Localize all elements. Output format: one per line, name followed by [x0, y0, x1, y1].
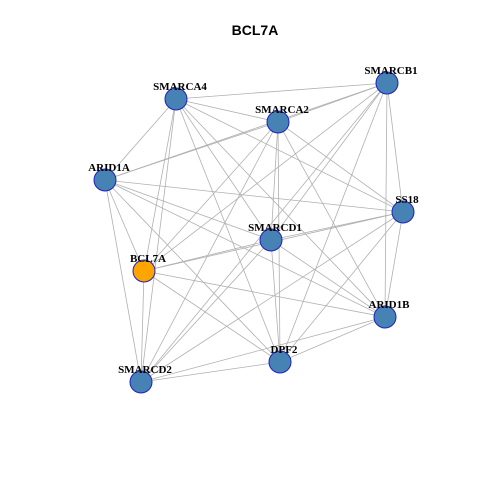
edge-dpf2-smarcd2 — [140, 361, 281, 383]
node-label-arid1a: ARID1A — [88, 162, 130, 174]
node-label-bcl7a: BCL7A — [130, 253, 166, 265]
edge-smarcd1-smarcd2 — [140, 239, 272, 383]
edge-smarcb1-bcl7a — [143, 82, 388, 272]
edge-arid1a-smarcd2 — [104, 179, 142, 383]
edge-arid1a-dpf2 — [104, 179, 281, 363]
node-smarcd1[interactable] — [259, 228, 283, 252]
node-label-smarcd2: SMARCD2 — [118, 364, 172, 376]
edge-smarca4-smarcd1 — [175, 98, 272, 241]
node-arid1b[interactable] — [373, 305, 397, 329]
edge-smarca4-smarcd2 — [140, 98, 177, 383]
node-label-smarca2: SMARCA2 — [255, 104, 309, 116]
node-ss18[interactable] — [391, 200, 415, 224]
edge-smarca2-bcl7a — [143, 121, 279, 272]
edge-smarca4-ss18 — [175, 98, 404, 213]
node-label-ss18: SS18 — [395, 194, 419, 206]
edge-smarcb1-smarcd1 — [270, 82, 388, 241]
edge-smarca4-smarcb1 — [175, 82, 388, 100]
edge-ss18-smarcd2 — [140, 211, 404, 383]
edge-arid1a-bcl7a — [104, 179, 145, 272]
edge-smarca2-arid1a — [104, 121, 279, 181]
edge-smarca4-smarca2 — [175, 98, 279, 123]
edge-smarca2-smarcd2 — [140, 121, 279, 383]
node-smarcd2[interactable] — [129, 370, 153, 394]
edge-smarca4-dpf2 — [175, 98, 281, 363]
edge-smarcb1-ss18 — [386, 82, 404, 213]
edge-smarcd1-arid1b — [270, 239, 386, 318]
edge-smarca4-arid1b — [175, 98, 386, 318]
edge-arid1b-dpf2 — [279, 316, 386, 363]
edge-smarcd1-bcl7a — [143, 239, 272, 272]
diagram-title: BCL7A — [232, 22, 279, 38]
edge-arid1a-arid1b — [104, 179, 386, 318]
node-label-smarcb1: SMARCB1 — [364, 65, 417, 77]
node-smarca2[interactable] — [266, 110, 290, 134]
node-label-dpf2: DPF2 — [271, 344, 298, 356]
node-smarcb1[interactable] — [375, 71, 399, 95]
edge-bcl7a-dpf2 — [143, 270, 281, 363]
edge-arid1a-smarcd1 — [104, 179, 272, 241]
edge-smarca2-arid1b — [277, 121, 386, 318]
edge-arid1b-smarcd2 — [140, 316, 386, 383]
node-label-smarca4: SMARCA4 — [153, 81, 207, 93]
edge-smarca4-bcl7a — [143, 98, 177, 272]
node-arid1a[interactable] — [93, 168, 117, 192]
node-label-arid1b: ARID1B — [369, 299, 411, 311]
edge-smarca2-smarcd1 — [270, 121, 279, 241]
edge-smarca4-arid1a — [104, 98, 177, 181]
node-layer — [93, 71, 415, 394]
node-smarca4[interactable] — [164, 87, 188, 111]
node-bcl7a[interactable] — [132, 259, 156, 283]
edge-smarca2-ss18 — [277, 121, 404, 213]
edge-layer — [104, 82, 404, 383]
edge-smarcd1-dpf2 — [270, 239, 281, 363]
edge-ss18-arid1b — [384, 211, 404, 318]
edge-arid1a-ss18 — [104, 179, 404, 213]
edge-bcl7a-smarcd2 — [140, 270, 145, 383]
edge-bcl7a-arid1b — [143, 270, 386, 318]
node-dpf2[interactable] — [268, 350, 292, 374]
node-label-smarcd1: SMARCD1 — [248, 222, 302, 234]
edge-ss18-dpf2 — [279, 211, 404, 363]
